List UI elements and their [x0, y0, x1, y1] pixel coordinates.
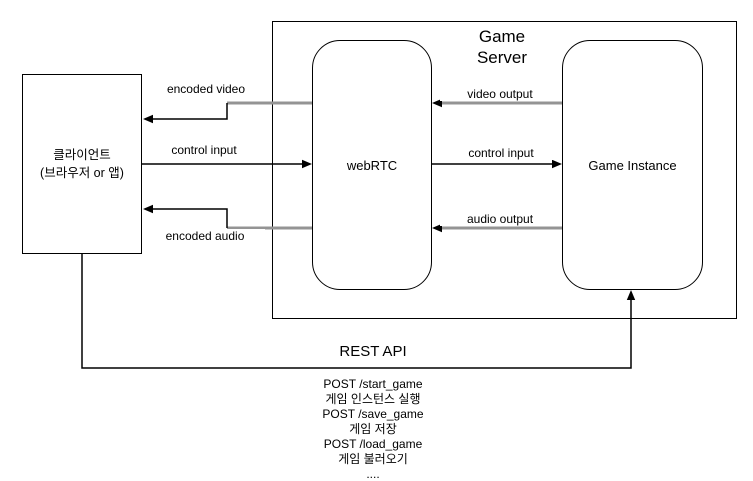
client-node: 클라이언트 (브라우저 or 앱)	[22, 74, 142, 254]
encoded-video-arrowhead-icon	[143, 114, 153, 124]
control-input-client-label: control input	[144, 143, 264, 157]
rest-api-endpoint-line: 게임 인스턴스 실행	[325, 392, 421, 406]
encoded-audio-line-black	[152, 208, 228, 228]
rest-api-endpoint-line: POST /start_game	[323, 377, 423, 391]
rest-api-endpoint-line: 게임 불러오기	[338, 452, 408, 466]
client-label: 클라이언트 (브라우저 or 앱)	[40, 146, 124, 182]
client-label-line2: (브라우저 or 앱)	[40, 166, 124, 180]
encoded-audio-label: encoded audio	[145, 229, 265, 243]
rest-api-endpoint-line: POST /load_game	[323, 437, 423, 451]
client-label-line1: 클라이언트	[53, 148, 111, 162]
video-output-label: video output	[440, 87, 560, 101]
webrtc-label: webRTC	[346, 157, 398, 173]
rest-api-label: REST API	[339, 343, 407, 360]
game-server-title: Game Server	[442, 26, 562, 68]
audio-output-label: audio output	[440, 212, 560, 226]
rest-api-endpoint-list: POST /start_game 게임 인스턴스 실행 POST /save_g…	[273, 377, 473, 481]
control-input-instance-label: control input	[441, 146, 561, 160]
game-instance-label: Game Instance	[588, 157, 677, 173]
rest-api-endpoint-line: POST /save_game	[322, 407, 424, 421]
game-instance-node: Game Instance	[562, 40, 703, 290]
rest-api-endpoint-line: 게임 저장	[349, 422, 397, 436]
webrtc-node: webRTC	[312, 40, 432, 290]
rest-api-endpoint-line: ....	[366, 467, 380, 481]
encoded-video-label: encoded video	[146, 82, 266, 96]
encoded-audio-arrowhead-icon	[143, 204, 153, 214]
game-server-title-line1: Game	[478, 27, 526, 46]
game-server-title-line2: Server	[476, 48, 528, 67]
encoded-video-line-black	[152, 103, 228, 120]
